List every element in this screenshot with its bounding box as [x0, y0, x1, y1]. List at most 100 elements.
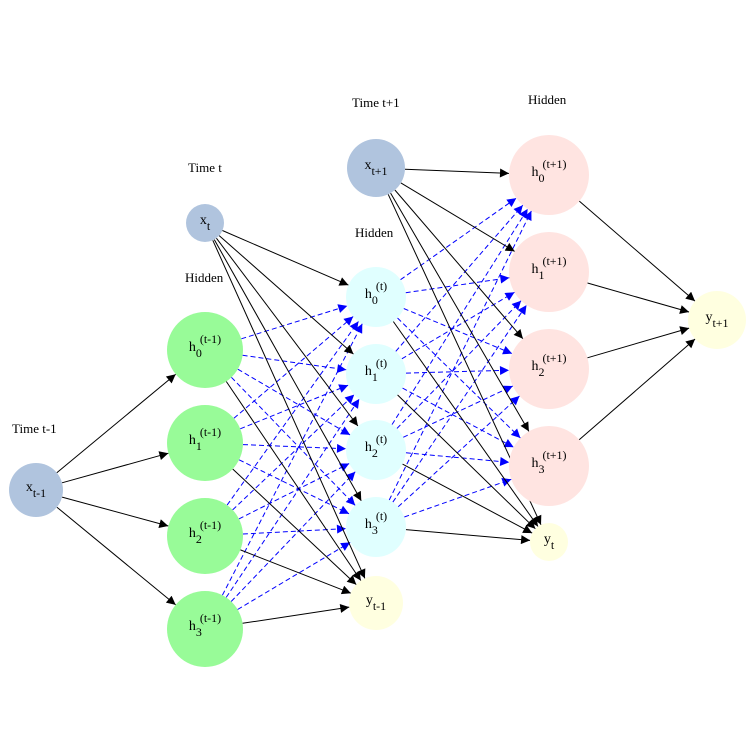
- edge-h3_tm1-to-h3_t: [237, 541, 351, 610]
- edge-h3_t-to-h0_tp1: [388, 210, 532, 501]
- edge-h3_t-to-h3_tp1: [404, 478, 512, 518]
- node-label: h2(t+1): [531, 351, 566, 379]
- node-label: h3(t+1): [531, 448, 566, 476]
- label-hidden-t-minus-1: Hidden: [185, 270, 224, 285]
- edge-h1_tm1-to-h0_t: [233, 316, 354, 419]
- edge-h3_tm1-to-h1_t: [225, 398, 360, 598]
- node-circle: [509, 426, 589, 506]
- edge-x_tm1-to-h1_tm1: [61, 451, 169, 484]
- node-y_tm1: yt-1: [349, 576, 403, 630]
- edge-x_t-to-h3_t: [213, 239, 362, 502]
- node-h3_tm1: h3(t-1): [167, 591, 243, 667]
- edge-h0_t-to-h2_tp1: [403, 308, 513, 355]
- node-circle: [167, 312, 243, 388]
- node-label: h0(t-1): [189, 332, 221, 360]
- node-y_tp1: yt+1: [688, 291, 746, 349]
- node-h0_tp1: h0(t+1): [509, 135, 589, 215]
- node-circle: [167, 405, 243, 481]
- node-circle: [346, 267, 406, 327]
- label-time-t-minus-1: Time t-1: [12, 421, 57, 436]
- node-h3_t: h3(t): [346, 497, 406, 557]
- node-label: h0(t+1): [531, 157, 566, 185]
- edge-h0_t-to-h0_tp1: [400, 197, 517, 281]
- edge-h0_tm1-to-y_tm1: [225, 381, 362, 581]
- node-label: yt-1: [366, 593, 386, 613]
- node-h3_tp1: h3(t+1): [509, 426, 589, 506]
- edge-h3_tm1-to-h2_t: [230, 471, 356, 602]
- edge-h1_tm1-to-h2_t: [242, 443, 347, 453]
- edge-h1_tm1-to-h3_t: [238, 459, 350, 515]
- node-h2_t: h2(t): [346, 420, 406, 480]
- node-circle: [167, 498, 243, 574]
- node-h2_tm1: h2(t-1): [167, 498, 243, 574]
- labels-layer: Time t-1 Time t Hidden Time t+1 Hidden H…: [12, 92, 567, 436]
- edge-x_tp1-to-h2_tp1: [394, 189, 524, 340]
- node-label: yt: [544, 532, 555, 552]
- edge-h1_tm1-to-y_tm1: [232, 468, 357, 585]
- edge-h2_t-to-h0_tp1: [391, 208, 529, 425]
- node-circle: [167, 591, 243, 667]
- edge-h1_tm1-to-h1_t: [240, 384, 349, 430]
- node-h1_t: h1(t): [346, 344, 406, 404]
- node-h1_tp1: h1(t+1): [509, 232, 589, 312]
- node-circle: [346, 420, 406, 480]
- edge-h2_tm1-to-h1_t: [232, 394, 355, 511]
- edge-h1_t-to-y_t: [397, 394, 536, 530]
- edge-h1_t-to-h3_tp1: [402, 387, 514, 448]
- node-circle: [509, 329, 589, 409]
- label-hidden-t-plus-1: Hidden: [528, 92, 567, 107]
- node-x_t: xt: [186, 204, 224, 242]
- node-label: h1(t): [365, 356, 387, 384]
- edge-h0_tm1-to-h3_t: [231, 376, 356, 506]
- edge-h3_t-to-y_t: [405, 529, 531, 545]
- node-circle: [509, 135, 589, 215]
- edge-x_tp1-to-h3_tp1: [390, 192, 530, 432]
- label-time-t-plus-1: Time t+1: [352, 95, 400, 110]
- node-label: xt+1: [364, 158, 387, 178]
- node-label: h3(t): [365, 509, 387, 537]
- edge-h2_tm1-to-h3_t: [242, 524, 347, 535]
- node-label: h2(t): [365, 432, 387, 460]
- edge-x_t-to-h2_t: [216, 237, 359, 427]
- edge-x_tm1-to-h0_tm1: [56, 373, 177, 474]
- node-circle: [509, 232, 589, 312]
- edge-x_t-to-h1_t: [218, 235, 354, 355]
- node-label: h1(t+1): [531, 254, 566, 282]
- node-label: h0(t): [365, 279, 387, 307]
- node-h2_tp1: h2(t+1): [509, 329, 589, 409]
- node-circle: [688, 291, 746, 349]
- edge-h2_tm1-to-y_tm1: [240, 549, 352, 595]
- edge-h0_tm1-to-h2_t: [237, 368, 351, 436]
- edge-x_tp1-to-h1_tp1: [400, 182, 515, 252]
- node-label: yt+1: [705, 310, 728, 330]
- node-label: xt-1: [26, 480, 46, 500]
- node-label: h2(t-1): [189, 518, 221, 546]
- node-circle: [346, 344, 406, 404]
- edge-h0_t-to-h3_tp1: [397, 317, 521, 439]
- node-label: h1(t-1): [189, 425, 221, 453]
- node-circle: [530, 523, 568, 561]
- edge-x_t-to-y_tm1: [212, 240, 366, 579]
- edge-h0_tp1-to-y_tp1: [578, 200, 696, 302]
- edge-h1_t-to-h0_tp1: [395, 204, 524, 352]
- node-label: xt: [200, 213, 211, 233]
- node-label: h3(t-1): [189, 611, 221, 639]
- node-circle: [346, 497, 406, 557]
- nodes-layer: xt-1 h0(t-1) h1(t-1) h2(t-1) h3(t-1) xt h0(t) h…: [9, 135, 746, 667]
- label-time-t: Time t: [188, 160, 222, 175]
- edge-h2_tm1-to-h0_t: [226, 321, 359, 506]
- edge-h1_tp1-to-y_tp1: [587, 282, 690, 314]
- edge-h2_tm1-to-h2_t: [238, 463, 350, 520]
- node-circle: [186, 204, 224, 242]
- edge-h0_tm1-to-h0_t: [241, 304, 348, 340]
- node-h0_t: h0(t): [346, 267, 406, 327]
- edge-h3_tm1-to-h0_t: [221, 323, 363, 596]
- node-circle: [349, 576, 403, 630]
- node-y_t: yt: [530, 523, 568, 561]
- edge-h3_tm1-to-y_tm1: [242, 604, 350, 624]
- edge-x_tm1-to-h3_tm1: [56, 506, 177, 606]
- node-x_tp1: xt+1: [347, 139, 405, 197]
- edge-h1_t-to-h1_tp1: [401, 291, 515, 360]
- edge-h2_tp1-to-y_tp1: [587, 326, 690, 359]
